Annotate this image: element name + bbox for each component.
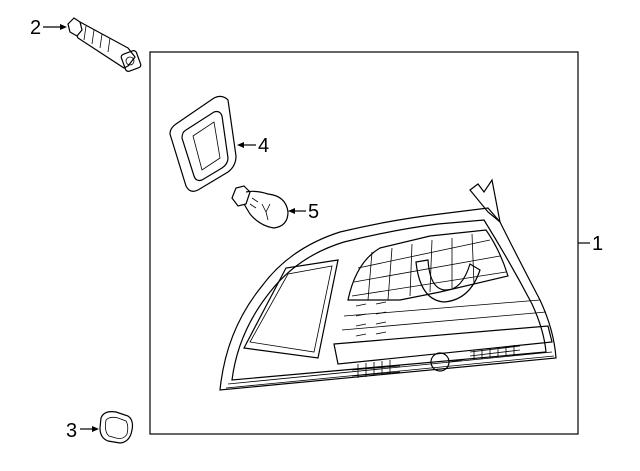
tail-lamp-assembly-icon[interactable] [219,178,557,391]
callout-1-number: 1 [592,233,603,255]
callout-2[interactable]: 2 [30,17,67,39]
callout-4[interactable]: 4 [237,135,269,157]
gasket-seal-icon[interactable] [169,95,237,192]
cap-plug-icon[interactable] [99,411,134,444]
callout-1[interactable]: 1 [578,233,603,255]
callout-5-number: 5 [308,201,319,223]
bulb-socket-icon[interactable] [67,17,142,72]
callout-4-number: 4 [258,135,269,157]
callout-3[interactable]: 3 [66,420,99,442]
callout-3-number: 3 [66,420,77,442]
callout-2-number: 2 [30,17,41,39]
bulb-icon[interactable] [231,185,289,229]
callout-5[interactable]: 5 [288,201,319,223]
